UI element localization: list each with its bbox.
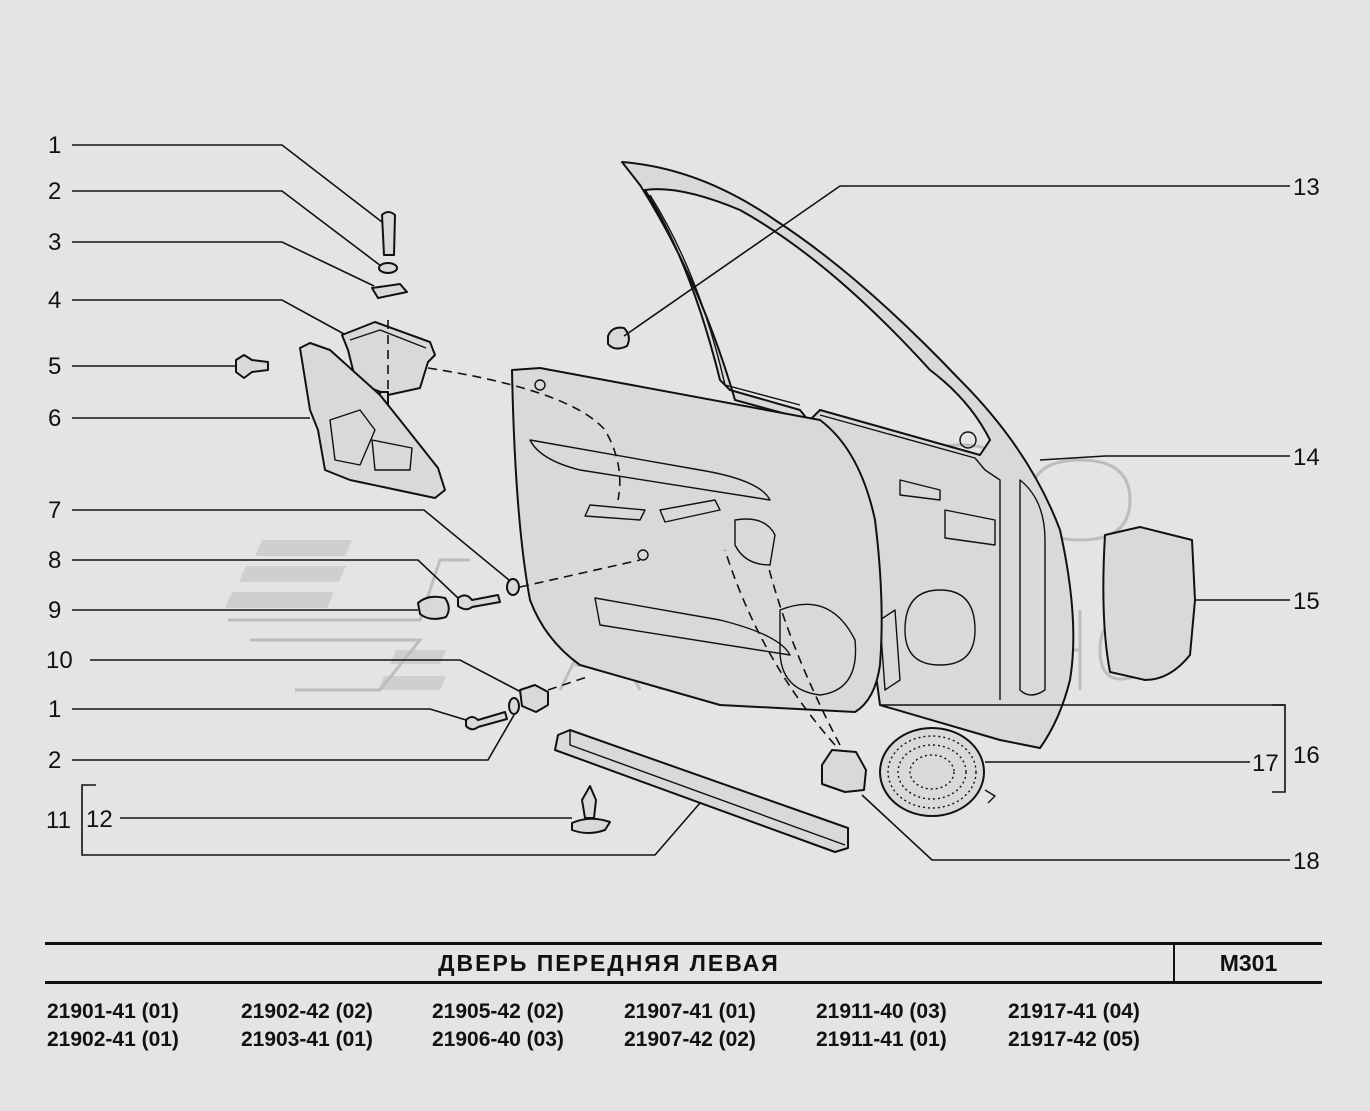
model-code: 21905-42 (02) <box>432 1000 564 1023</box>
callout-11: 11 <box>46 807 71 834</box>
screw-bottom <box>465 711 508 731</box>
clip-nut <box>371 283 408 299</box>
glass-guide-clip <box>607 326 630 350</box>
washer-bottom <box>508 697 520 715</box>
screw-top <box>381 211 396 256</box>
model-code: 21902-41 (01) <box>47 1028 179 1051</box>
callout-8: 8 <box>48 547 61 574</box>
speaker-grille <box>879 727 996 817</box>
model-code: 21902-42 (02) <box>241 1000 373 1023</box>
cap-9 <box>417 595 450 620</box>
model-code: 21917-41 (04) <box>1008 1000 1140 1023</box>
bolt-left <box>235 354 269 379</box>
model-code: 21917-42 (05) <box>1008 1028 1140 1051</box>
exploded-parts-diagram: 1 2 3 4 5 6 7 8 9 10 1 2 11 12 13 14 15 … <box>46 132 1320 875</box>
callout-16: 16 <box>1293 742 1320 769</box>
callout-1a: 1 <box>48 132 61 159</box>
door-check-bracket <box>821 749 867 793</box>
callout-3: 3 <box>48 229 61 256</box>
callout-10: 10 <box>46 647 73 674</box>
door-seal-strip <box>554 729 849 853</box>
retaining-clip <box>571 785 611 834</box>
callout-18: 18 <box>1293 848 1320 875</box>
model-code: 21911-40 (03) <box>816 1000 947 1023</box>
sound-insulation <box>1102 526 1196 681</box>
callout-4: 4 <box>48 287 61 314</box>
diagram-title: ДВЕРЬ ПЕРЕДНЯЯ ЛЕВАЯ <box>45 945 1175 981</box>
callout-1b: 1 <box>48 696 61 723</box>
callout-9: 9 <box>48 597 61 624</box>
model-code: 21906-40 (03) <box>432 1028 564 1051</box>
model-code: 21903-41 (01) <box>241 1028 373 1051</box>
callout-14: 14 <box>1293 444 1320 471</box>
callout-2a: 2 <box>48 178 61 205</box>
holder-10 <box>519 684 549 713</box>
callout-17: 17 <box>1252 750 1279 777</box>
washer-top <box>378 262 398 274</box>
callout-5: 5 <box>48 353 61 380</box>
callout-13: 13 <box>1293 174 1320 201</box>
model-code: 21911-41 (01) <box>816 1028 947 1051</box>
diagram-code: M301 <box>1219 949 1278 976</box>
handle-bracket <box>299 342 446 499</box>
watermark-logo <box>225 540 470 692</box>
callout-7: 7 <box>48 497 61 524</box>
callout-labels: 1 2 3 4 5 6 7 8 9 10 1 2 11 12 13 14 15 … <box>46 132 1320 875</box>
model-code: 21901-41 (01) <box>47 1000 179 1023</box>
leader-lines <box>72 144 1290 861</box>
callout-6: 6 <box>48 405 61 432</box>
title-block: ДВЕРЬ ПЕРЕДНЯЯ ЛЕВАЯ M301 <box>45 942 1322 984</box>
door-trim-panel <box>511 367 883 713</box>
washer-7 <box>506 578 520 596</box>
model-list: 21901-41 (01) 21902-41 (01) 21902-42 (02… <box>47 1000 1327 1060</box>
model-code: 21907-42 (02) <box>624 1028 756 1051</box>
callout-2b: 2 <box>48 747 61 774</box>
assembly-lines <box>387 320 841 746</box>
model-code: 21907-41 (01) <box>624 1000 756 1023</box>
callout-15: 15 <box>1293 588 1320 615</box>
screw-8 <box>457 594 501 611</box>
callout-12: 12 <box>86 806 113 833</box>
